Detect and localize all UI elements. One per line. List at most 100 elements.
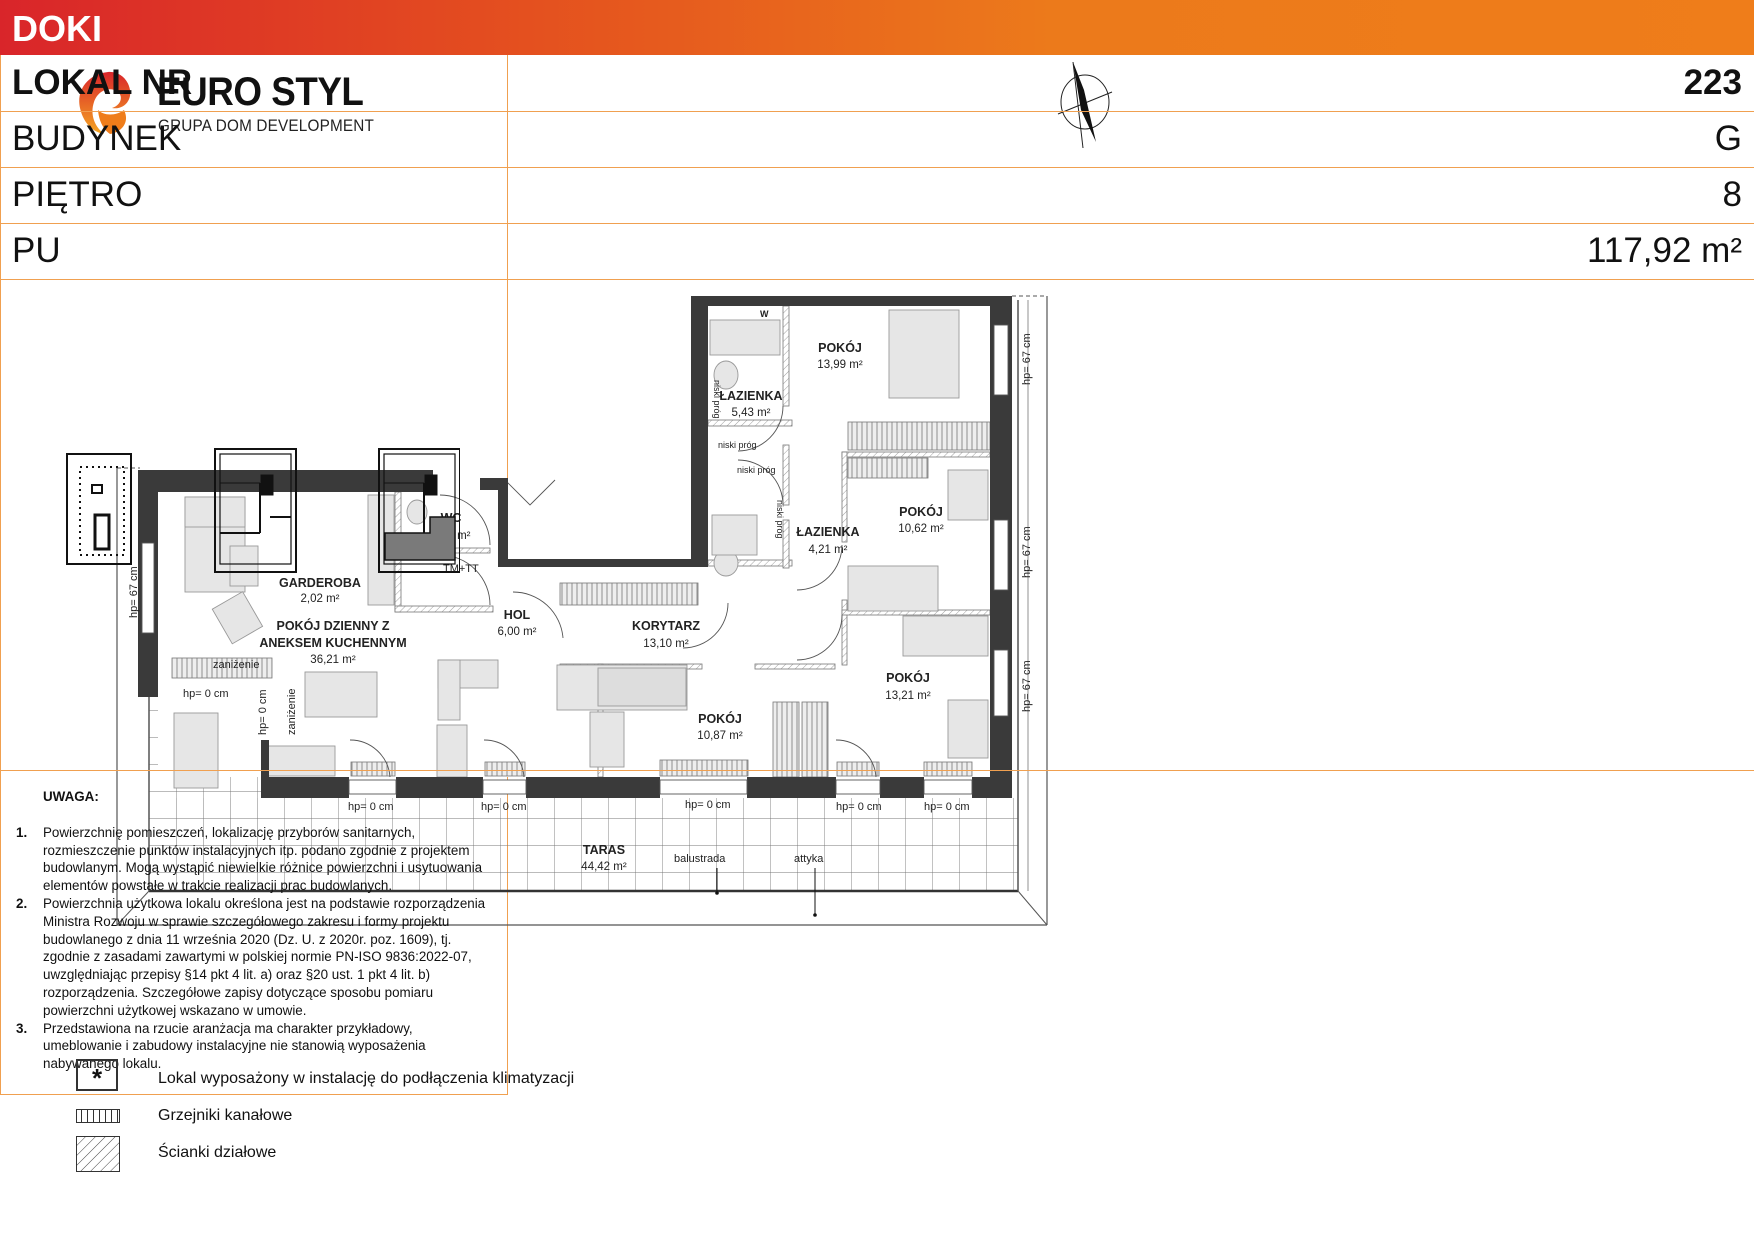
desk-icon-2 xyxy=(947,699,989,759)
room-labels: POKÓJ 13,99 m² ŁAZIENKA 5,43 m² ŁAZIENKA… xyxy=(259,340,943,873)
note-text: Przedstawiona na rzucie aranżacja ma cha… xyxy=(43,1020,426,1072)
info-label: PIĘTRO xyxy=(12,175,143,214)
project-name: DOKI xyxy=(12,8,102,49)
info-row-pietro: PIĘTRO 8 xyxy=(0,167,1754,224)
balustrada-label: balustrada xyxy=(674,853,726,865)
niski-prog-label: niski próg xyxy=(712,380,722,419)
doors xyxy=(349,405,877,778)
note-text: Powierzchnię pomieszczeń, lokalizację pr… xyxy=(43,824,483,894)
room-name: POKÓJ xyxy=(886,670,930,685)
toilet-icon-2 xyxy=(406,499,428,525)
brand-name: EURO STYL xyxy=(157,70,364,114)
unit-info-panel: DOKI LOKAL NR 223 BUDYNEK G PIĘTRO 8 PU … xyxy=(0,0,1754,1095)
hp-label: hp= 0 cm xyxy=(257,689,269,735)
water-label: W xyxy=(760,309,769,319)
vertical-hatch-icon xyxy=(76,1109,120,1123)
info-value: 117,92 m² xyxy=(1587,231,1742,270)
brand-tagline: GRUPA DOM DEVELOPMENT xyxy=(158,116,375,135)
legend-text: Ścianki działowe xyxy=(158,1144,277,1161)
hp-label: hp= 0 cm xyxy=(183,688,229,700)
terrace-table-icon xyxy=(173,712,219,789)
north-arrow-icon xyxy=(1057,61,1113,149)
hp-label: hp= 67 cm xyxy=(1021,526,1033,578)
floor-plan: POKÓJ 13,99 m² ŁAZIENKA 5,43 m² ŁAZIENKA… xyxy=(116,295,1048,926)
room-area: 2,02 m² xyxy=(301,593,340,605)
attyka-label: attyka xyxy=(794,853,824,865)
room-name: ANEKSEM KUCHENNYM xyxy=(259,636,406,650)
note-number: 3. xyxy=(16,1020,28,1036)
info-value: 8 xyxy=(1722,175,1742,214)
room-name: POKÓJ xyxy=(818,340,862,355)
hp-label: hp= 0 cm xyxy=(685,799,731,811)
legend-text: Lokal wyposażony w instalację do podłącz… xyxy=(158,1070,575,1087)
windows xyxy=(141,324,1009,795)
room-area: 6,00 m² xyxy=(498,626,537,638)
site-keyplan-icon xyxy=(66,453,132,565)
room-area: 36,21 m² xyxy=(310,654,356,666)
info-row-budynek: BUDYNEK G xyxy=(0,111,1754,168)
info-label: LOKAL NR xyxy=(12,63,193,102)
room-name: ŁAZIENKA xyxy=(796,525,859,539)
room-name: KORYTARZ xyxy=(632,619,700,633)
room-name: ŁAZIENKA xyxy=(719,389,782,403)
note-item: 2.Powierzchnia użytkowa lokalu określona… xyxy=(16,895,486,1020)
room-area: 44,42 m² xyxy=(581,861,627,873)
coffee-table-icon xyxy=(229,545,259,587)
note-item: 1. Powierzchnię pomieszczeń, lokalizację … xyxy=(16,824,486,895)
desk-icon xyxy=(947,469,989,521)
room-name: POKÓJ xyxy=(698,711,742,726)
project-header: DOKI xyxy=(0,0,1754,55)
info-row-pu: PU 117,92 m² xyxy=(0,223,1754,280)
shower-icon xyxy=(711,514,758,556)
note-text: Powierzchnia użytkowa lokalu określona j… xyxy=(43,895,486,1018)
double-bed-icon xyxy=(888,309,960,399)
room-area: 10,62 m² xyxy=(898,523,944,535)
key-plans xyxy=(66,448,460,573)
niski-prog-label: niski próg xyxy=(718,440,757,450)
hp-label: hp= 0 cm xyxy=(481,801,527,813)
hp-label: hp= 67 cm xyxy=(1021,333,1033,385)
floor-keyplan-icon xyxy=(378,448,460,573)
channel-radiators xyxy=(171,421,991,778)
notes-title: UWAGA: xyxy=(43,789,99,804)
armchair-icon xyxy=(211,591,264,645)
asterisk-box-icon: * xyxy=(76,1059,118,1093)
note-item: 3. Przedstawiona na rzucie aranżacja ma c… xyxy=(16,1020,486,1073)
room-area: 4,21 m² xyxy=(809,544,848,556)
room-area: 13,10 m² xyxy=(643,638,689,650)
dining-table-icon xyxy=(304,671,378,718)
hp-label: hp= 67 cm xyxy=(1021,660,1033,712)
bed-icon xyxy=(847,565,939,612)
info-label: PU xyxy=(12,231,61,270)
euro-styl-logo-icon xyxy=(79,71,131,134)
room-area: 13,99 m² xyxy=(817,359,863,371)
desk-icon-3 xyxy=(589,711,625,768)
hp-label: hp= 67 cm xyxy=(128,566,140,618)
hp-label: hp= 0 cm xyxy=(924,801,970,813)
zanizenie-label: zaniżenie xyxy=(213,659,259,671)
bed-icon-2 xyxy=(902,615,989,657)
niski-prog-label: niski próg xyxy=(737,465,776,475)
room-name: GARDEROBA xyxy=(279,576,361,590)
bathtub-icon xyxy=(709,319,781,356)
diagonal-hatch-icon xyxy=(76,1136,120,1172)
furniture xyxy=(173,309,989,789)
hp-label: hp= 0 cm xyxy=(348,801,394,813)
building-keyplan-icon xyxy=(214,448,297,573)
info-value: G xyxy=(1714,119,1742,158)
room-name: POKÓJ DZIENNY Z xyxy=(277,618,390,633)
legend-text: Grzejniki kanałowe xyxy=(158,1107,293,1124)
appliance-column-icon xyxy=(436,724,468,778)
room-name: POKÓJ xyxy=(899,504,943,519)
notes: UWAGA: 1. Powierzchnię pomieszczeń, lokal… xyxy=(16,788,486,1073)
room-area: 10,87 m² xyxy=(697,730,743,742)
info-row-lokal: LOKAL NR 223 xyxy=(0,55,1754,112)
toilet-icon xyxy=(713,360,739,390)
divider xyxy=(0,770,1754,771)
niski-prog-label: niski próg xyxy=(775,500,785,539)
hp-label: hp= 0 cm xyxy=(836,801,882,813)
annotations: TM+TT balustrada attyka hp= 0 cm hp= 0 c… xyxy=(128,309,1033,865)
note-number: 1. xyxy=(16,824,28,840)
info-value: 223 xyxy=(1683,63,1742,102)
